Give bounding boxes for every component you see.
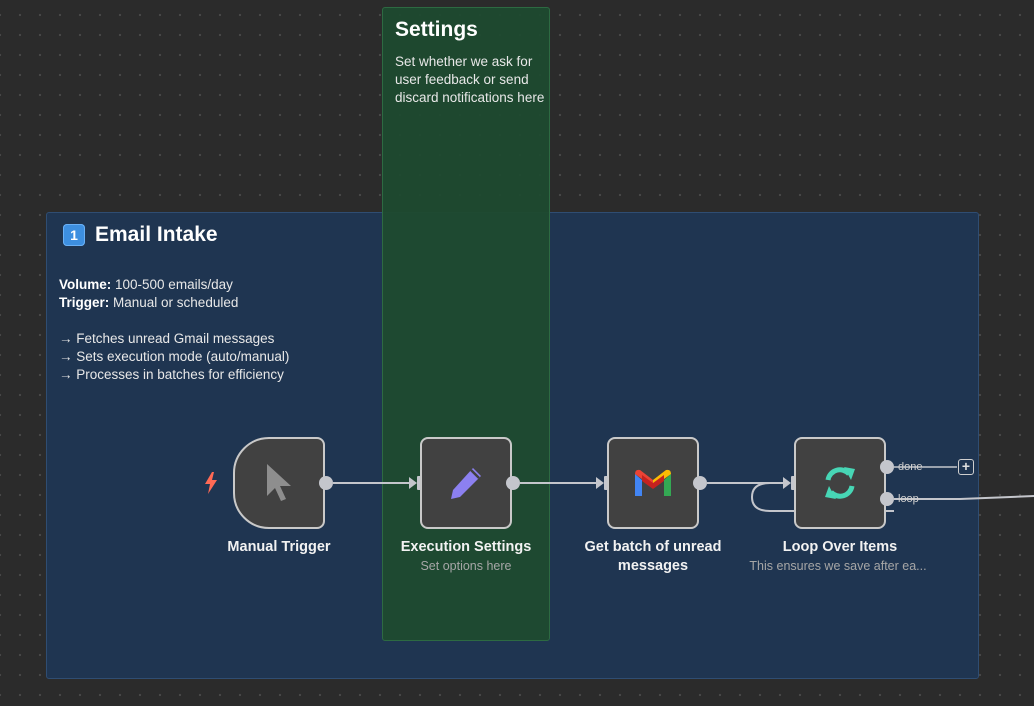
port-label-done: done bbox=[898, 461, 923, 473]
trigger-line: Trigger: Manual or scheduled bbox=[59, 294, 289, 312]
cursor-icon bbox=[267, 464, 291, 501]
gmail-icon bbox=[635, 469, 671, 496]
trigger-value: Manual or scheduled bbox=[109, 295, 239, 310]
output-handle-done[interactable] bbox=[880, 460, 894, 474]
node-manual-trigger[interactable] bbox=[233, 437, 325, 529]
sticky-note-settings[interactable]: Settings Set whether we ask for user fee… bbox=[382, 7, 550, 641]
trigger-label: Trigger: bbox=[59, 295, 110, 310]
volume-value: 100-500 emails/day bbox=[111, 277, 233, 292]
node-execution-settings[interactable] bbox=[420, 437, 512, 529]
port-label-loop: loop bbox=[898, 493, 919, 505]
sticky-title-text: Email Intake bbox=[95, 223, 218, 246]
number-one-badge: 1 bbox=[63, 224, 85, 246]
node-label: Manual Trigger bbox=[227, 539, 331, 555]
volume-line: Volume: 100-500 emails/day bbox=[59, 276, 289, 294]
output-handle[interactable] bbox=[319, 476, 333, 490]
pencil-icon bbox=[451, 468, 481, 499]
bullet-item: → Processes in batches for efficiency bbox=[59, 367, 284, 382]
sticky-title: 1 Email Intake bbox=[63, 223, 218, 247]
node-subtitle: This ensures we save after ea... bbox=[749, 559, 927, 573]
sticky-body: Set whether we ask for user feedback or … bbox=[395, 54, 545, 105]
output-handle[interactable] bbox=[693, 476, 707, 490]
bullet-item: → Sets execution mode (auto/manual) bbox=[59, 349, 290, 364]
plus-icon: + bbox=[961, 458, 971, 474]
output-handle[interactable] bbox=[506, 476, 520, 490]
node-label: Execution Settings bbox=[400, 539, 532, 555]
add-node-button[interactable]: + bbox=[958, 459, 974, 475]
lightning-bolt-icon bbox=[205, 472, 217, 494]
node-subtitle: Set options here bbox=[420, 559, 512, 573]
sticky-body: Volume: 100-500 emails/day Trigger: Manu… bbox=[59, 276, 289, 384]
node-label: Get batch of unread messages bbox=[584, 539, 722, 574]
output-handle-loop[interactable] bbox=[880, 492, 894, 506]
sticky-title: Settings bbox=[395, 18, 478, 41]
node-get-batch-unread-messages[interactable] bbox=[607, 437, 699, 529]
volume-label: Volume: bbox=[59, 277, 112, 292]
refresh-icon bbox=[825, 467, 855, 499]
bullet-item: → Fetches unread Gmail messages bbox=[59, 331, 275, 346]
node-label: Loop Over Items bbox=[782, 539, 898, 555]
node-loop-over-items[interactable] bbox=[794, 437, 886, 529]
